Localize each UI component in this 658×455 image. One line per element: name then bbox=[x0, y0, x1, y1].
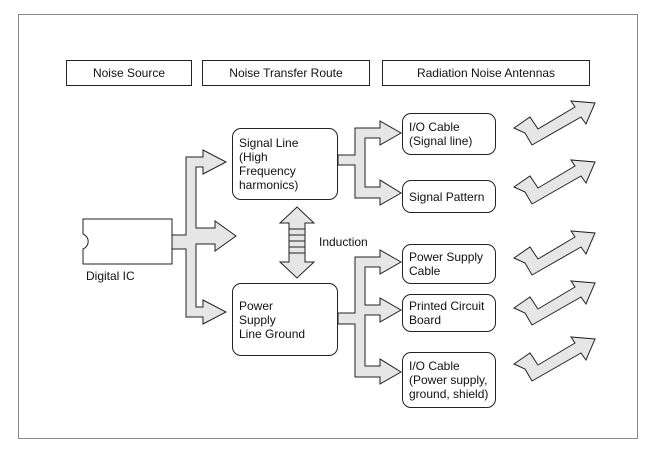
digital-ic-label: Digital IC bbox=[86, 269, 135, 283]
digital-ic-chip bbox=[82, 218, 173, 265]
header-noise-source: Noise Source bbox=[66, 60, 192, 86]
io-cable-power-box: I/O Cable (Power supply, ground, shield) bbox=[402, 352, 496, 408]
radiation-zigzag-4 bbox=[512, 280, 596, 326]
io-cable-signal-box: I/O Cable (Signal line) bbox=[402, 113, 496, 155]
power-line-branch-arrow bbox=[337, 249, 403, 385]
signal-line-branch-arrow bbox=[337, 120, 403, 206]
radiation-zigzag-3 bbox=[512, 230, 596, 276]
induction-arrow bbox=[278, 206, 316, 279]
induction-label: Induction bbox=[319, 235, 368, 249]
header-noise-transfer-route: Noise Transfer Route bbox=[202, 60, 370, 86]
diagram-frame bbox=[18, 14, 638, 439]
signal-line-box: Signal Line (High Frequency harmonics) bbox=[232, 128, 338, 200]
header-radiation-noise-antennas: Radiation Noise Antennas bbox=[382, 60, 590, 86]
source-branch-arrow bbox=[171, 149, 237, 325]
radiation-zigzag-5 bbox=[512, 336, 596, 382]
power-supply-line-box: Power Supply Line Ground bbox=[232, 283, 338, 356]
radiation-zigzag-1 bbox=[512, 100, 596, 146]
radiation-zigzag-2 bbox=[512, 159, 596, 205]
signal-pattern-box: Signal Pattern bbox=[402, 180, 496, 213]
power-supply-cable-box: Power Supply Cable bbox=[402, 244, 496, 284]
printed-circuit-board-box: Printed Circuit Board bbox=[402, 294, 496, 332]
